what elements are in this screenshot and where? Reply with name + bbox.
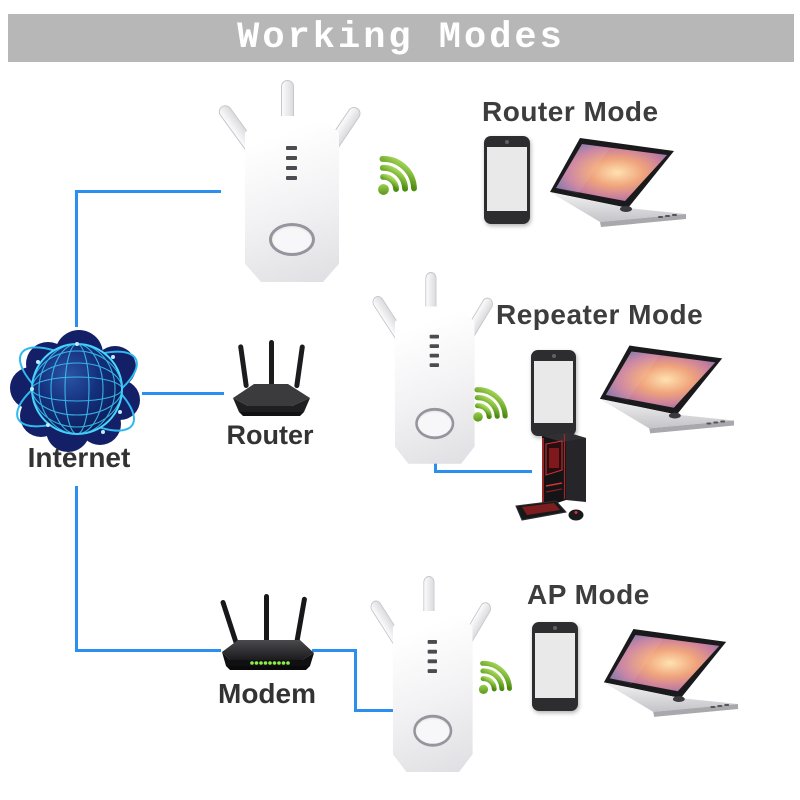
led-indicators: [286, 146, 297, 180]
range-extender-router-mode: [216, 80, 367, 285]
laptop: [599, 345, 735, 434]
phone-screen: [535, 633, 575, 698]
line-internet-to-modem-h: [75, 649, 221, 652]
laptop: [603, 629, 739, 717]
gaming-desktop-pc: [515, 431, 587, 522]
repeater-mode-title: Repeater Mode: [496, 299, 704, 330]
wps-button: [415, 407, 455, 440]
router-device: [233, 340, 310, 416]
line-modem-out-h: [312, 649, 357, 652]
title-banner: Working Modes: [8, 14, 794, 62]
internet-label: Internet: [27, 442, 131, 473]
wps-button: [269, 223, 315, 256]
smartphone: [532, 622, 578, 711]
router-mode-title: Router Mode: [482, 96, 659, 127]
laptop: [550, 138, 686, 227]
page-title: Working Modes: [237, 17, 565, 59]
range-extender-repeater-mode: [370, 272, 499, 467]
ap-mode-title: AP Mode: [527, 579, 650, 610]
wps-button: [413, 714, 453, 747]
line-internet-up-v: [75, 190, 78, 327]
extender-body: [392, 610, 473, 772]
modem-device: [219, 594, 314, 670]
phone-camera-dot: [553, 626, 557, 630]
phone-camera-dot: [505, 140, 509, 144]
line-modem-down-v: [354, 649, 357, 712]
router-label: Router: [226, 420, 314, 450]
line-extender-down-v: [434, 456, 437, 473]
line-extender-to-desktop-h: [434, 470, 532, 473]
internet-globe-icon: [5, 329, 149, 453]
range-extender-ap-mode: [368, 576, 497, 775]
phone-camera-dot: [551, 354, 556, 358]
line-internet-to-router-mode-h: [75, 190, 221, 193]
smartphone: [531, 350, 576, 436]
extender-body: [394, 306, 475, 464]
smartphone: [484, 136, 530, 224]
phone-screen: [534, 361, 573, 423]
modem-label: Modem: [218, 678, 316, 709]
line-modem-to-extender-h: [354, 709, 404, 712]
extender-body: [245, 116, 339, 282]
line-internet-to-router-h: [142, 392, 224, 395]
led-indicators: [429, 334, 439, 367]
phone-screen: [487, 147, 527, 211]
led-indicators: [427, 640, 437, 673]
line-internet-down-v: [75, 486, 78, 652]
wifi-signal-icon: [359, 137, 435, 213]
